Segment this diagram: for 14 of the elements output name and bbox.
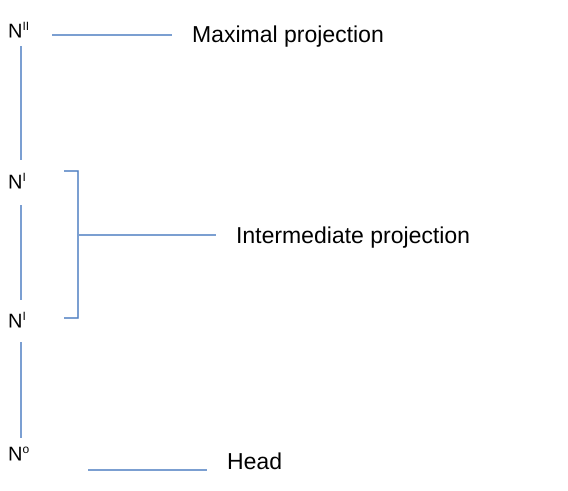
level-label: Maximal projection xyxy=(192,20,384,48)
leader-line xyxy=(79,234,216,236)
tree-branch-line xyxy=(20,342,22,438)
node-symbol: N$^{I}$ xyxy=(8,170,26,195)
node-symbol: N$^{o}$ xyxy=(8,442,30,466)
level-label: Head xyxy=(227,448,282,474)
tree-branch-line xyxy=(20,46,22,160)
leader-line xyxy=(88,469,207,471)
tree-branch-line xyxy=(20,205,22,300)
node-symbol: N$^{I}$ xyxy=(8,308,26,334)
leader-line xyxy=(52,34,172,36)
level-label: Intermediate projection xyxy=(236,222,470,248)
bracket xyxy=(63,170,79,319)
node-symbol: N$^{II}$ xyxy=(8,18,30,44)
